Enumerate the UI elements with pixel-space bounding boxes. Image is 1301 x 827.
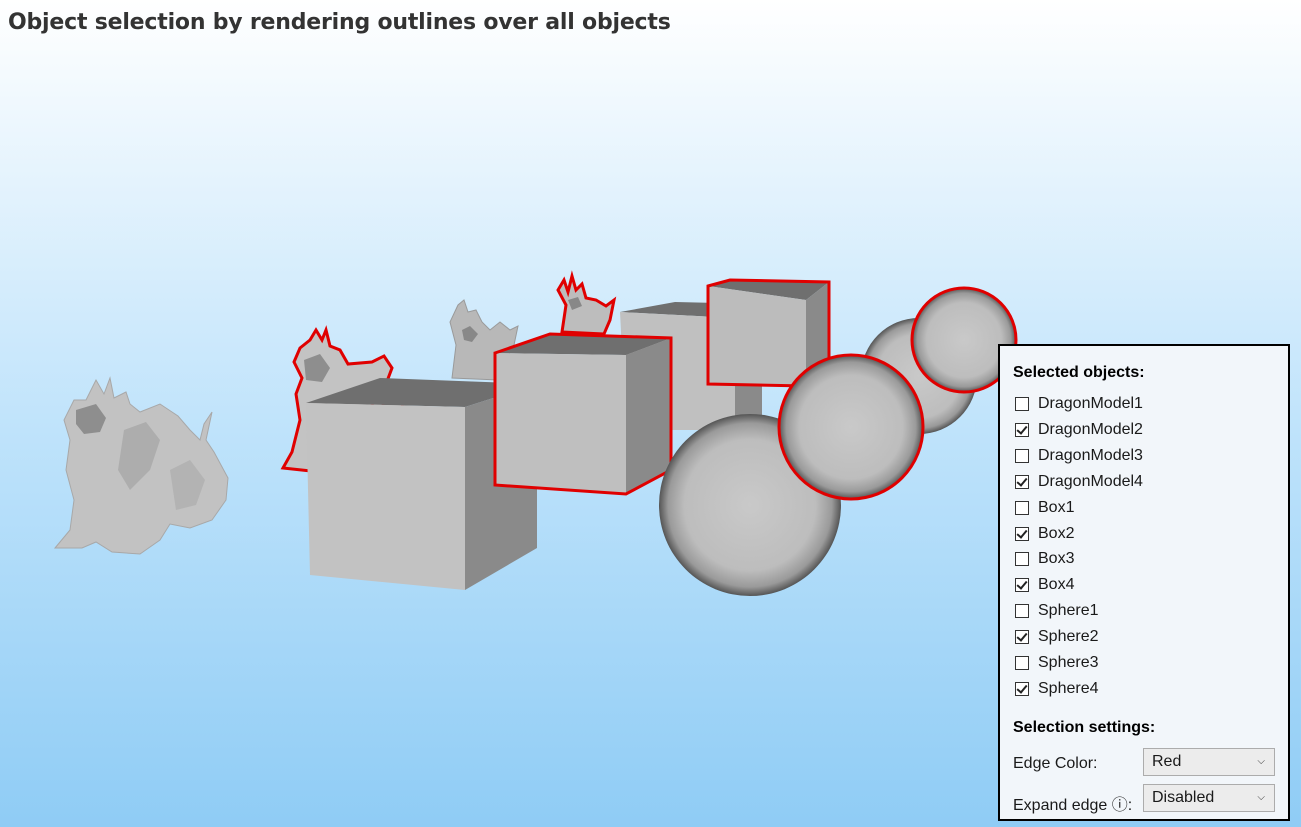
object-checkbox-label: Sphere3 [1038,654,1099,671]
object-checkbox-row[interactable]: Box4 [1015,574,1074,596]
edge-color-label: Edge Color: [1013,755,1098,772]
object-checkbox-row[interactable]: Sphere3 [1015,652,1099,674]
object-checkbox-row[interactable]: Sphere1 [1015,600,1099,622]
object-checkbox-label: Box2 [1038,524,1075,542]
checkbox-unchecked[interactable] [1015,604,1029,619]
object-checkbox-label: Box3 [1038,550,1075,568]
chevron-down-icon: ⌵ [1257,792,1265,803]
expand-edge-label: Expand edge ⓘ: [1013,797,1133,814]
sphere-2[interactable] [777,353,925,501]
checkbox-unchecked[interactable] [1015,656,1029,670]
object-checkbox-label: Sphere4 [1038,679,1099,697]
checkbox-checked[interactable] [1015,474,1029,489]
checkbox-checked[interactable] [1015,630,1029,645]
object-checkbox-row[interactable]: DragonModel3 [1015,445,1143,467]
object-checkbox-row[interactable]: DragonModel1 [1015,393,1143,415]
checkbox-checked[interactable] [1015,681,1029,696]
checkbox-unchecked[interactable] [1015,397,1029,411]
object-checkbox-row[interactable]: DragonModel4 [1015,471,1143,493]
expand-edge-dropdown[interactable]: Disabled ⌵ [1143,784,1275,812]
chevron-down-icon: ⌵ [1257,756,1265,767]
object-checkbox-label: DragonModel1 [1038,395,1143,412]
object-checkbox-row[interactable]: Box1 [1015,497,1074,519]
box-2[interactable] [493,332,673,496]
checkbox-unchecked[interactable] [1015,552,1029,567]
object-checkbox-label: DragonModel2 [1038,420,1143,438]
object-checkbox-label: Sphere2 [1038,628,1099,646]
dragon-model-4[interactable] [556,270,617,336]
checkbox-checked[interactable] [1015,526,1029,541]
object-checkbox-label: Sphere1 [1038,602,1099,620]
object-checkbox-row[interactable]: DragonModel2 [1015,419,1143,441]
checkbox-checked[interactable] [1015,578,1029,593]
object-checkbox-label: Box4 [1038,576,1075,594]
checkbox-unchecked[interactable] [1015,448,1029,463]
object-checkbox-row[interactable]: Box2 [1015,523,1074,545]
page-title: Object selection by rendering outlines o… [8,10,671,35]
expand-edge-value: Disabled [1152,789,1215,806]
object-checkbox-row[interactable]: Sphere4 [1015,678,1099,700]
sphere-4[interactable] [910,286,1018,394]
object-checkbox-label: DragonModel4 [1038,472,1143,490]
checkbox-checked[interactable] [1015,422,1029,437]
checkbox-unchecked[interactable] [1015,500,1029,515]
dragon-model-1[interactable] [53,376,229,555]
object-checkbox-label: Box1 [1038,498,1075,516]
edge-color-dropdown[interactable]: Red ⌵ [1143,748,1275,776]
edge-color-value: Red [1152,753,1182,770]
selection-settings-heading: Selection settings: [1013,719,1156,736]
object-checkbox-row[interactable]: Box3 [1015,548,1074,570]
selected-objects-heading: Selected objects: [1013,364,1145,381]
object-checkbox-row[interactable]: Sphere2 [1015,626,1099,648]
box-1[interactable] [306,378,537,590]
object-checkbox-label: DragonModel3 [1038,446,1143,464]
